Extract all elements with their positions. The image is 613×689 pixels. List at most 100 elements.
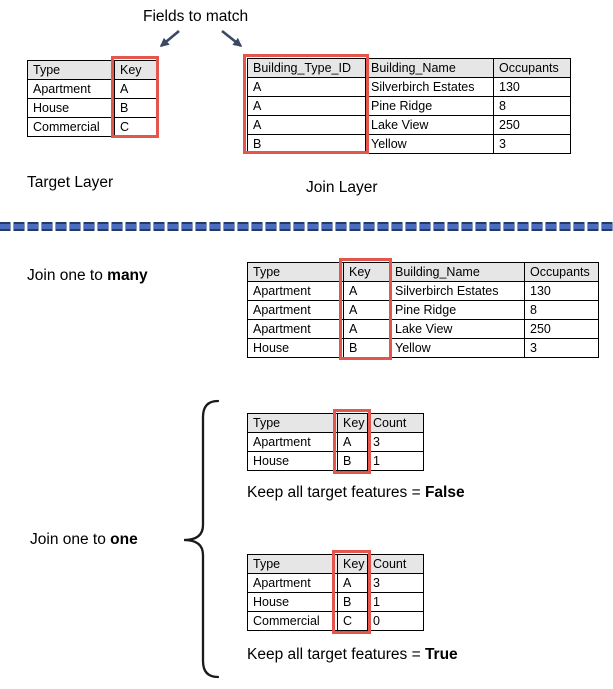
cell: 250 [524, 319, 599, 339]
table-row: Commercial C [27, 117, 158, 137]
cell: Pine Ridge [389, 300, 525, 320]
cell: Commercial [27, 117, 115, 137]
keep-false-caption-bold: False [424, 484, 465, 501]
cell: 130 [524, 281, 599, 301]
cell: Silverbirch Estates [365, 77, 494, 97]
header-cell: Count [367, 554, 424, 574]
one-to-one-label: Join one to one [30, 530, 138, 550]
table-row: B Yellow 3 [247, 134, 571, 154]
cell: A [247, 115, 366, 135]
header-cell: Key [337, 554, 368, 574]
arrow-left-icon [159, 30, 180, 47]
target-layer-table: Type Key Apartment A House B Commercial … [27, 60, 158, 137]
header-cell: Type [247, 413, 338, 433]
header-cell: Key [337, 413, 368, 433]
table-row: House B [27, 98, 158, 118]
header-cell: Key [114, 60, 158, 80]
table-row: Commercial C 0 [247, 611, 424, 631]
cell: 3 [524, 338, 599, 358]
cell: Commercial [247, 611, 338, 631]
header-cell: Key [343, 262, 390, 282]
header-cell: Building_Name [389, 262, 525, 282]
table-row: Apartment A Silverbirch Estates 130 [247, 281, 599, 301]
header-cell: Building_Name [365, 58, 494, 78]
cell: Yellow [365, 134, 494, 154]
header-cell: Building_Type_ID [247, 58, 366, 78]
one-to-many-result-table: Type Key Building_Name Occupants Apartme… [247, 262, 599, 358]
keep-true-caption: Keep all target features = True [247, 645, 458, 665]
cell: C [114, 117, 158, 137]
diagram-title: Fields to match [143, 8, 249, 25]
section-divider-dashed-line [0, 222, 613, 231]
cell: Apartment [247, 300, 344, 320]
one-to-many-label-bold: many [107, 267, 148, 284]
cell: B [343, 338, 390, 358]
cell: 8 [493, 96, 571, 116]
cell: House [247, 592, 338, 612]
cell: House [247, 338, 344, 358]
cell: 3 [367, 573, 424, 593]
keep-true-caption-bold: True [424, 646, 458, 663]
join-layer-table: Building_Type_ID Building_Name Occupants… [247, 58, 571, 154]
cell: A [343, 281, 390, 301]
table-row: Apartment A 3 [247, 573, 424, 593]
table-row: A Pine Ridge 8 [247, 96, 571, 116]
cell: 1 [367, 592, 424, 612]
table-row: Apartment A Lake View 250 [247, 319, 599, 339]
cell: 3 [367, 432, 424, 452]
table-row: Apartment A 3 [247, 432, 424, 452]
table-row: A Lake View 250 [247, 115, 571, 135]
cell: 130 [493, 77, 571, 97]
keep-false-caption-prefix: Keep all target features = [247, 484, 425, 501]
cell: Apartment [247, 573, 338, 593]
cell: A [337, 432, 368, 452]
header-cell: Count [367, 413, 424, 433]
cell: Pine Ridge [365, 96, 494, 116]
cell: 250 [493, 115, 571, 135]
table-row: House B 1 [247, 451, 424, 471]
one-to-many-label: Join one to many [27, 266, 148, 286]
cell: House [247, 451, 338, 471]
header-cell: Type [27, 60, 115, 80]
table-row: Apartment A Pine Ridge 8 [247, 300, 599, 320]
table-row: Apartment A [27, 79, 158, 99]
cell: A [247, 96, 366, 116]
header-cell: Type [247, 554, 338, 574]
cell: Apartment [247, 319, 344, 339]
cell: A [343, 300, 390, 320]
cell: 1 [367, 451, 424, 471]
cell: Silverbirch Estates [389, 281, 525, 301]
cell: B [247, 134, 366, 154]
cell: B [114, 98, 158, 118]
table-row: A Silverbirch Estates 130 [247, 77, 571, 97]
cell: C [337, 611, 368, 631]
header-cell: Type [247, 262, 344, 282]
curly-brace-icon [183, 399, 220, 679]
one-to-one-label-prefix: Join one to [30, 531, 111, 548]
one-to-one-true-table: Type Key Count Apartment A 3 House B 1 C… [247, 554, 424, 631]
cell: A [337, 573, 368, 593]
cell: House [27, 98, 115, 118]
cell: Lake View [389, 319, 525, 339]
cell: Apartment [27, 79, 115, 99]
keep-false-caption: Keep all target features = False [247, 483, 465, 503]
cell: A [247, 77, 366, 97]
cell: 0 [367, 611, 424, 631]
cell: Apartment [247, 432, 338, 452]
cell: A [114, 79, 158, 99]
table-row: House B Yellow 3 [247, 338, 599, 358]
cell: B [337, 451, 368, 471]
cell: B [337, 592, 368, 612]
cell: 3 [493, 134, 571, 154]
one-to-one-false-table: Type Key Count Apartment A 3 House B 1 [247, 413, 424, 471]
cell: 8 [524, 300, 599, 320]
target-layer-label: Target Layer [27, 174, 114, 191]
cell: Lake View [365, 115, 494, 135]
join-layer-label: Join Layer [306, 179, 378, 196]
header-cell: Occupants [524, 262, 599, 282]
fields-to-match-arrows [159, 29, 243, 48]
one-to-one-label-bold: one [110, 531, 138, 548]
keep-true-caption-prefix: Keep all target features = [247, 646, 425, 663]
header-cell: Occupants [493, 58, 571, 78]
